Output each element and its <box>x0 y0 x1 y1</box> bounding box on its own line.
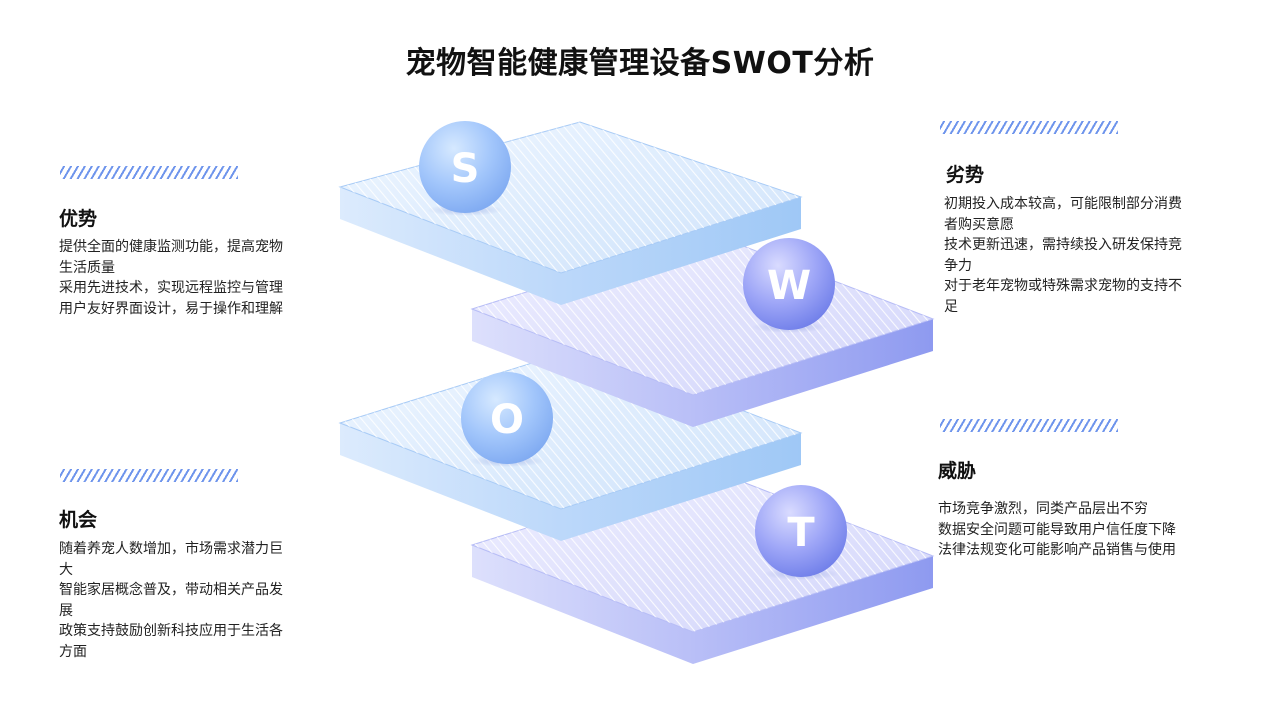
weaknesses-stripe-decoration <box>940 121 1118 134</box>
opportunities-line: 智能家居概念普及，带动相关产品发 <box>59 582 283 598</box>
strengths-line: 生活质量 <box>59 259 115 276</box>
badge-t: T <box>755 485 847 580</box>
strengths-heading: 优势 <box>59 208 98 230</box>
weaknesses-body: 初期投入成本较高，可能限制部分消费 者购买意愿 技术更新迅速，需持续投入研发保持… <box>944 194 1234 317</box>
weaknesses-line: 足 <box>944 298 958 315</box>
weaknesses-line: 初期投入成本较高，可能限制部分消费 <box>944 196 1182 212</box>
opportunities-heading: 机会 <box>59 509 98 531</box>
badge-w: W <box>743 238 835 333</box>
weaknesses-line: 技术更新迅速，需持续投入研发保持竞 <box>944 237 1182 253</box>
threats-line: 法律法规变化可能影响产品销售与使用 <box>938 542 1176 558</box>
opportunities-body: 随着养宠人数增加，市场需求潜力巨 大 智能家居概念普及，带动相关产品发 展 政策… <box>59 539 329 662</box>
badge-s-letter: S <box>451 146 480 192</box>
threats-heading: 威胁 <box>938 460 977 482</box>
badge-o: O <box>461 372 553 467</box>
weaknesses-line: 者购买意愿 <box>944 216 1014 233</box>
strengths-stripe-decoration <box>60 166 238 179</box>
strengths-line: 提供全面的健康监测功能，提高宠物 <box>59 239 283 255</box>
opportunities-line: 展 <box>59 602 73 619</box>
page-title: 宠物智能健康管理设备SWOT分析 <box>405 46 875 81</box>
threats-line: 数据安全问题可能导致用户信任度下降 <box>938 521 1176 538</box>
threats-stripe-decoration <box>940 419 1118 432</box>
weaknesses-line: 对于老年宠物或特殊需求宠物的支持不 <box>944 278 1182 294</box>
badge-s: S <box>419 121 511 216</box>
strengths-body: 提供全面的健康监测功能，提高宠物 生活质量 采用先进技术，实现远程监控与管理 用… <box>59 237 329 319</box>
opportunities-line: 方面 <box>59 643 87 660</box>
opportunities-line: 政策支持鼓励创新科技应用于生活各 <box>59 623 283 639</box>
badge-o-letter: O <box>490 397 524 443</box>
badge-t-letter: T <box>787 510 815 556</box>
strengths-line: 用户友好界面设计，易于操作和理解 <box>59 300 283 317</box>
badge-w-letter: W <box>767 263 811 309</box>
opportunities-line: 大 <box>59 561 73 578</box>
strengths-line: 采用先进技术，实现远程监控与管理 <box>59 280 283 296</box>
weaknesses-heading: 劣势 <box>946 164 985 186</box>
opportunities-stripe-decoration <box>60 469 238 482</box>
threats-line: 市场竞争激烈，同类产品层出不穷 <box>938 501 1148 517</box>
weaknesses-line: 争力 <box>944 257 972 274</box>
opportunities-line: 随着养宠人数增加，市场需求潜力巨 <box>59 541 283 557</box>
threats-body: 市场竞争激烈，同类产品层出不穷 数据安全问题可能导致用户信任度下降 法律法规变化… <box>938 499 1238 561</box>
